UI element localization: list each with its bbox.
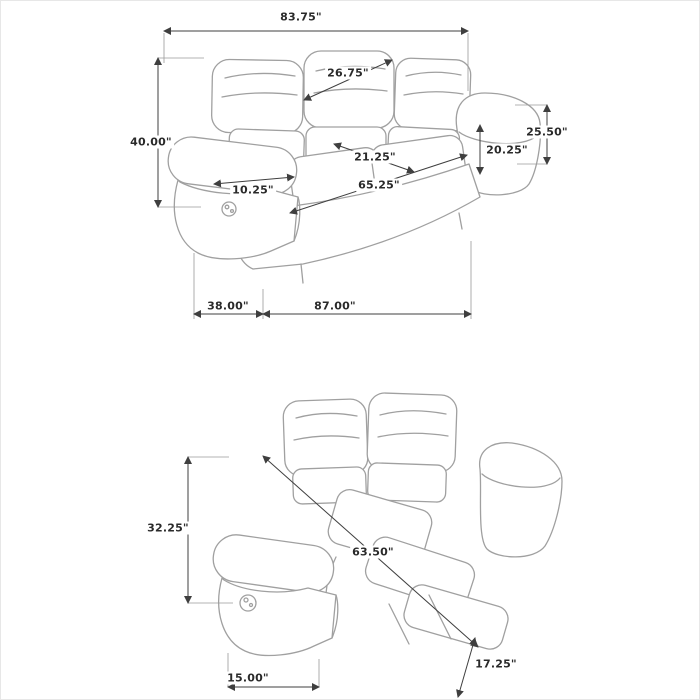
power-button-detail xyxy=(221,201,237,217)
dim-overall-depth: 38.00" xyxy=(205,299,251,313)
dim-footrest-height: 17.25" xyxy=(473,657,519,671)
dim-back-cushion-width: 26.75" xyxy=(325,66,371,80)
sofa-reclined-drawing xyxy=(212,392,563,657)
dim-reclined-back-height: 32.25" xyxy=(145,521,191,535)
dim-overall-height: 40.00" xyxy=(128,135,174,149)
dim-reclined-depth: 63.50" xyxy=(350,545,396,559)
power-button-detail xyxy=(239,594,257,612)
dim-seat-depth: 21.25" xyxy=(352,150,398,164)
dim-arm-height: 25.50" xyxy=(524,125,570,139)
dim-footrest-depth: 15.00" xyxy=(225,671,271,685)
sofa-closed-drawing xyxy=(167,50,542,284)
dim-overall-width: 83.75" xyxy=(278,10,324,24)
dim-seat-back-height: 20.25" xyxy=(484,143,530,157)
dim-interior-seat-width: 65.25" xyxy=(356,178,402,192)
dim-overall-length: 87.00" xyxy=(312,299,358,313)
dim-arm-width: 10.25" xyxy=(230,183,276,197)
